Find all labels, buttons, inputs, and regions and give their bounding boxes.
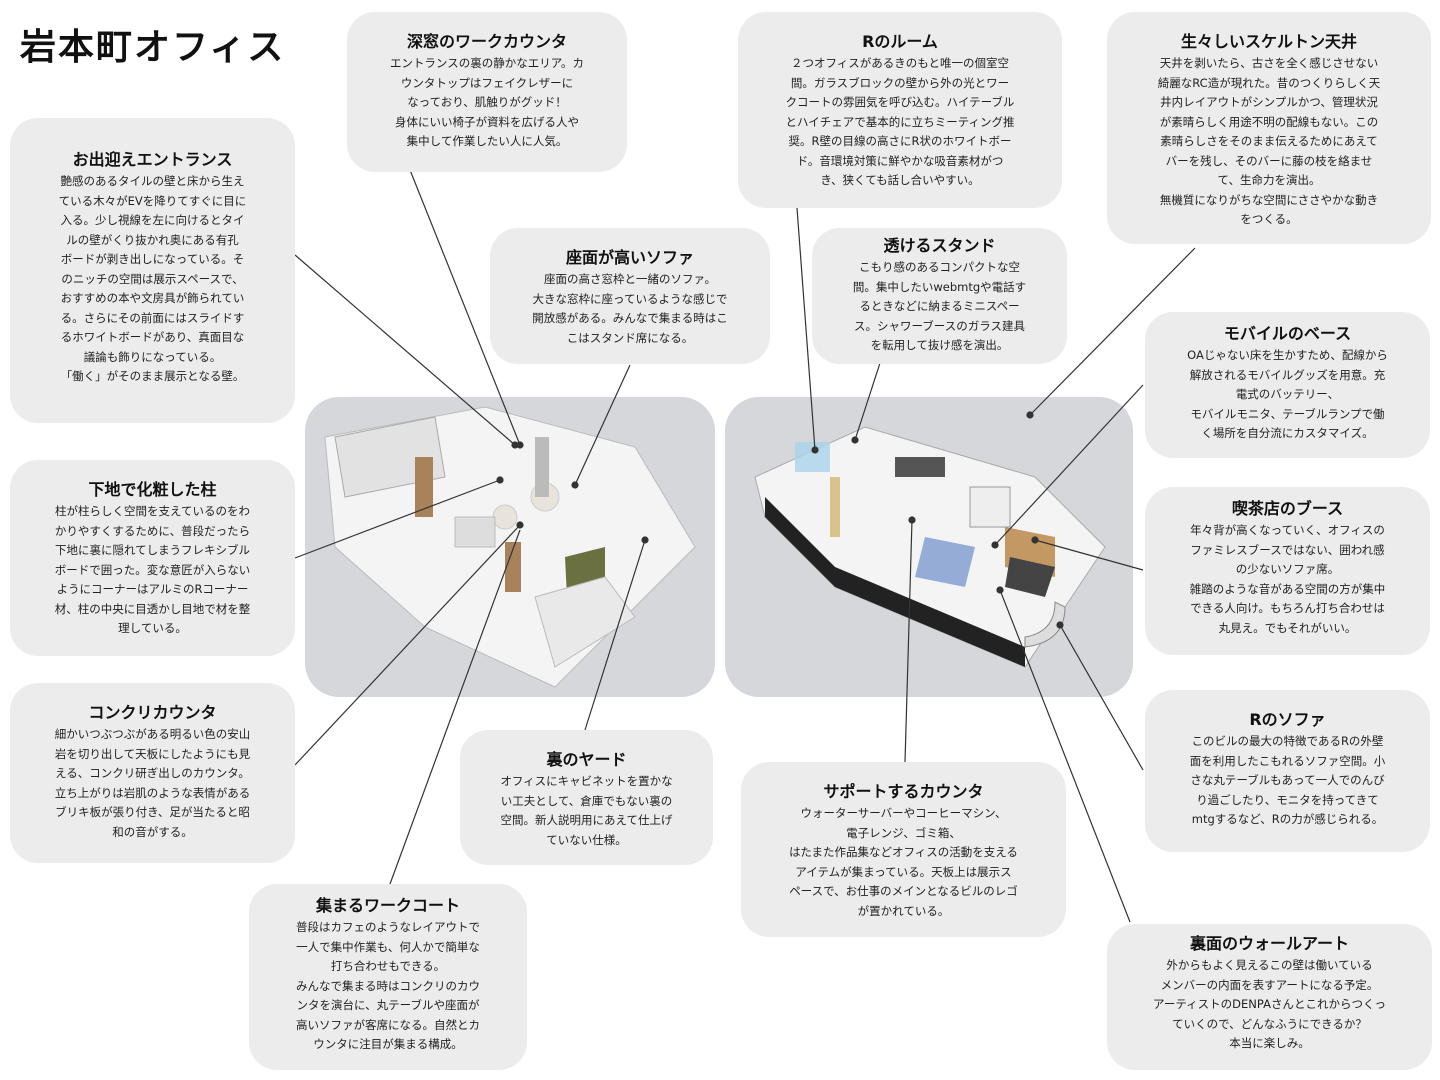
callout-body: 柱が柱らしく空間を支えているのをわ かりやすくするために、普段だったら 下地に裏… [54, 504, 251, 635]
leader-line-work-court [389, 529, 521, 885]
callout-cafe-booth: 喫茶店のブース 年々背が高くなっていく、オフィスの ファミレスブースではない、囲… [1145, 487, 1430, 655]
floor-plan-left [305, 397, 715, 697]
leader-line-pillar [294, 479, 501, 559]
callout-body: ウォーターサーバーやコーヒーマシン、 電子レンジ、ゴミ箱、 はたまた作品集などオ… [789, 806, 1018, 918]
leader-line-booth [1034, 539, 1144, 571]
callout-title: 裏面のウォールアート [1189, 934, 1350, 953]
leader-line-r-room [796, 207, 816, 451]
leader-line-entrance [294, 254, 516, 446]
callout-r-room: Rのルーム ２つオフィスがあるきのもと唯一の個室空 間。ガラスブロックの壁から外… [738, 12, 1062, 208]
callout-body: 外からもよく見えるこの壁は働いている メンバーの内面を表すアートになる予定。 ア… [1153, 958, 1386, 1050]
callout-title: Rのルーム [862, 32, 938, 51]
callout-title: 下地で化粧した柱 [88, 480, 217, 499]
callout-title: 裏のヤード [546, 750, 627, 769]
floor-plan-left-render [324, 406, 696, 688]
floor-plan-right-render [754, 426, 1106, 668]
callout-work-counter: 深窓のワークカウンタ エントランスの裏の静かなエリア。カ ウンタトップはフェイク… [347, 12, 627, 172]
leader-line-yard [584, 539, 646, 731]
floor-plan-right [725, 397, 1133, 697]
leader-line-high-sofa [574, 364, 631, 486]
callout-skeleton-ceiling: 生々しいスケルトン天井 天井を剥いたら、古さを全く感じさせない 綺麗なRC造が現… [1107, 12, 1431, 244]
callout-body: こもり感のあるコンパクトな空 間。集中したいwebmtgや電話す るときなどに納… [852, 260, 1027, 352]
callout-title: 透けるスタンド [883, 236, 996, 255]
leader-line-wall-art [999, 589, 1131, 923]
callout-r-sofa: Rのソファ このビルの最大の特徴であるRの外壁 面を利用したこもれるソファ空間。… [1145, 690, 1430, 852]
callout-body: 年々背が高くなっていく、オフィスの ファミレスブースではない、囲われ感 の少ない… [1189, 523, 1386, 635]
callout-body: OAじゃない床を生かすため、配線から 解放されるモバイルグッズを用意。充 電式の… [1187, 348, 1388, 440]
callout-body: 普段はカフェのようなレイアウトで 一人で集中作業も、何人かで簡単な 打ち合わせも… [296, 920, 480, 1051]
callout-concrete-counter: コンクリカウンタ 細かいつぶつぶがある明るい色の安山 岩を切り出して天板にしたよ… [10, 683, 295, 863]
callout-title: 集まるワークコート [315, 896, 460, 915]
callout-body: 座面の高さ窓枠と一緒のソファ。 大きな窓枠に座っているような感じで 開放感がある… [532, 272, 728, 345]
callout-body: このビルの最大の特徴であるRの外壁 面を利用したこもれるソファ空間。小 さな丸テ… [1189, 734, 1386, 826]
leader-line-mobile [994, 384, 1144, 546]
leader-line-stand [854, 362, 881, 441]
callout-title: Rのソファ [1249, 710, 1326, 729]
callout-body: ２つオフィスがあるきのもと唯一の個室空 間。ガラスブロックの壁から外の光とワー … [785, 56, 1015, 187]
leader-line-work-counter [409, 169, 521, 446]
callout-work-court: 集まるワークコート 普段はカフェのようなレイアウトで 一人で集中作業も、何人かで… [249, 884, 527, 1070]
callout-title: 座面が高いソファ [565, 248, 694, 267]
callout-back-yard: 裏のヤード オフィスにキャビネットを置かな い工夫として、倉庫でもない裏の 空間… [460, 730, 713, 865]
callout-support-counter: サポートするカウンタ ウォーターサーバーやコーヒーマシン、 電子レンジ、ゴミ箱、… [741, 762, 1066, 937]
callout-transparent-stand: 透けるスタンド こもり感のあるコンパクトな空 間。集中したいwebmtgや電話す… [812, 228, 1067, 364]
callout-body: 細かいつぶつぶがある明るい色の安山 岩を切り出して天板にしたようにも見 える、コ… [54, 727, 251, 839]
callout-title: コンクリカウンタ [88, 703, 217, 722]
leader-line-r-sofa [1059, 624, 1144, 771]
callout-title: サポートするカウンタ [823, 782, 984, 801]
callout-wall-art: 裏面のウォールアート 外からもよく見えるこの壁は働いている メンバーの内面を表す… [1107, 924, 1432, 1070]
callout-title: 喫茶店のブース [1231, 499, 1344, 518]
callout-dressed-pillar: 下地で化粧した柱 柱が柱らしく空間を支えているのをわ かりやすくするために、普段… [10, 460, 295, 656]
callout-body: 艶感のあるタイルの壁と床から生え ている木々がEVを降りてすぐに目に 入る。少し… [58, 174, 247, 383]
callout-body: 天井を剥いたら、古さを全く感じさせない 綺麗なRC造が現れた。昔のつくりらしく天… [1157, 56, 1381, 226]
callout-title: 生々しいスケルトン天井 [1180, 32, 1357, 51]
page-title: 岩本町オフィス [20, 27, 286, 68]
callout-entrance: お出迎えエントランス 艶感のあるタイルの壁と床から生え ている木々がEVを降りて… [10, 118, 295, 423]
callout-title: 深窓のワークカウンタ [406, 32, 567, 51]
callout-mobile-base: モバイルのベース OAじゃない床を生かすため、配線から 解放されるモバイルグッズ… [1145, 312, 1430, 458]
callout-body: エントランスの裏の静かなエリア。カ ウンタトップはフェイクレザーに なっており、… [389, 56, 585, 148]
callout-title: お出迎えエントランス [72, 150, 233, 169]
callout-body: オフィスにキャビネットを置かな い工夫として、倉庫でもない裏の 空間。新人説明用… [500, 774, 673, 847]
callout-high-sofa: 座面が高いソファ 座面の高さ窓枠と一緒のソファ。 大きな窓枠に座っているような感… [490, 228, 770, 364]
callout-title: モバイルのベース [1223, 324, 1352, 343]
leader-line-ceiling [1029, 247, 1196, 416]
leader-line-support-counter [904, 519, 913, 763]
leader-line-concrete-counter [294, 524, 521, 766]
